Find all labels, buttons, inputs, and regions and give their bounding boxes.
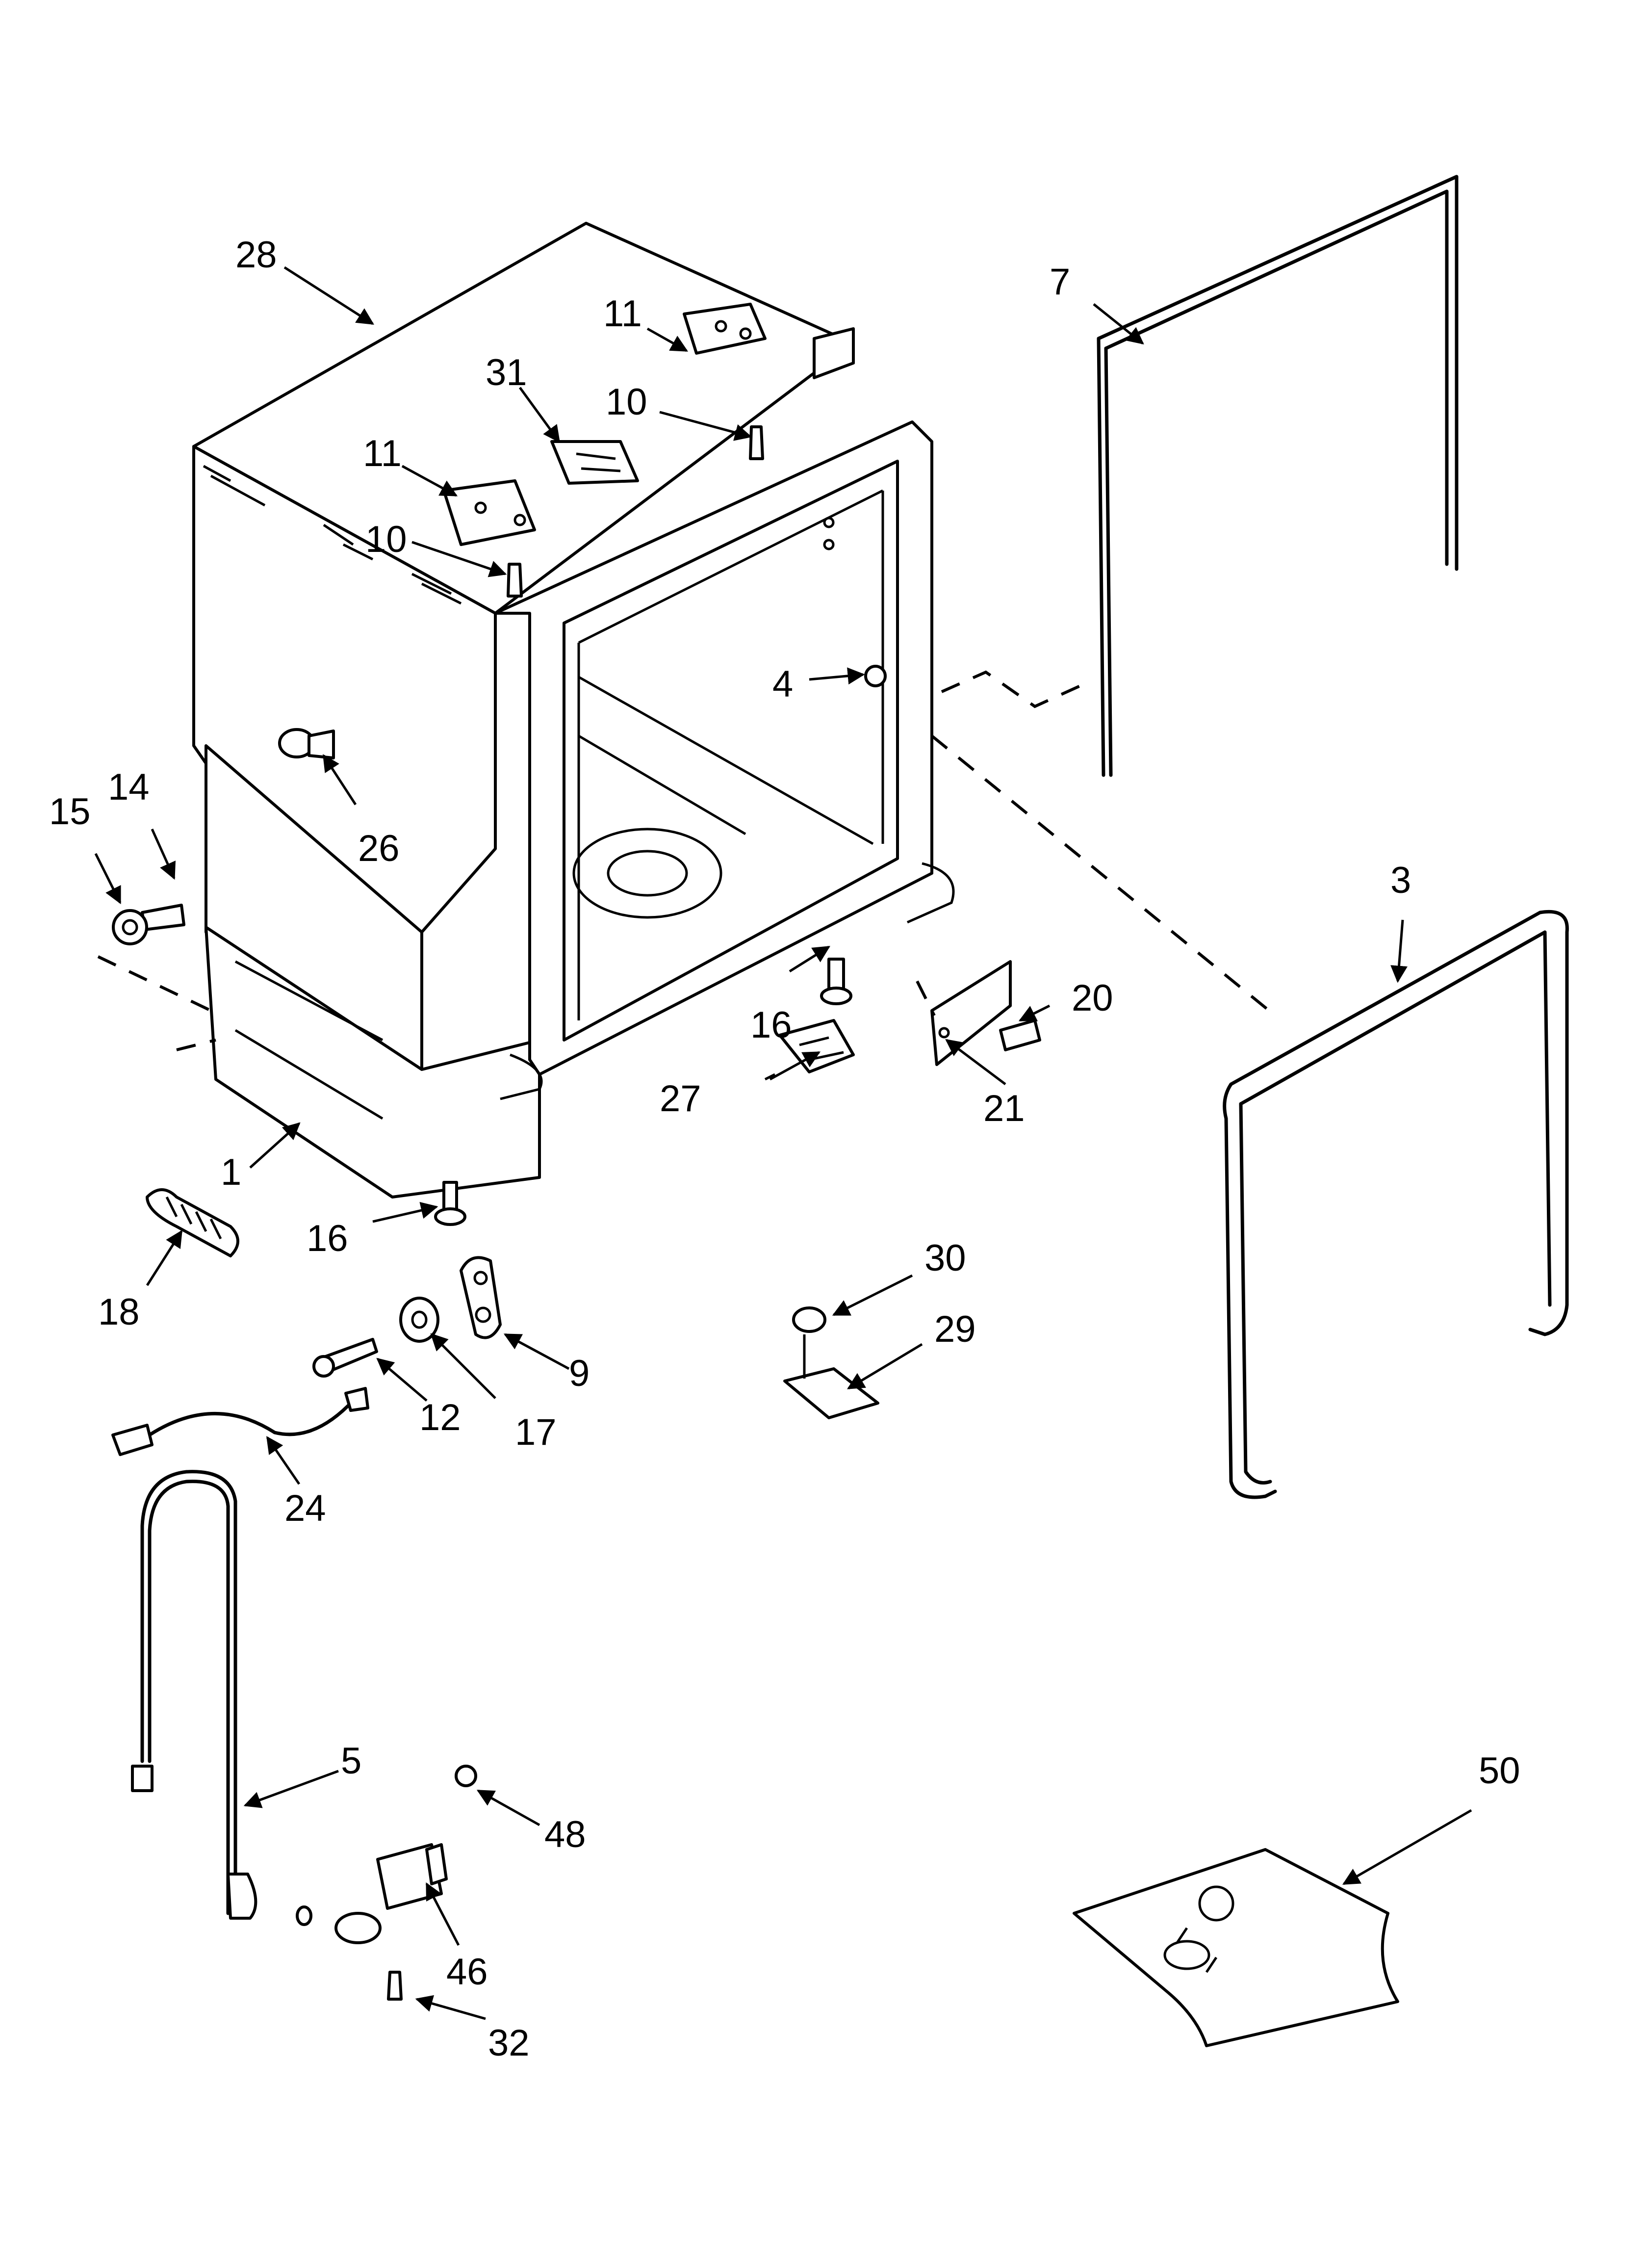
hardware-bag-50 [1073, 1848, 1399, 2047]
screw-32 [387, 1971, 403, 2001]
callout-11-top: 11 [603, 293, 642, 335]
plug-4 [864, 665, 887, 687]
callout-31: 31 [486, 352, 527, 393]
clip-31 [550, 440, 639, 485]
hinge-bracket-11b [442, 479, 536, 546]
clamp-48 [455, 1765, 477, 1787]
callout-11-left: 11 [363, 433, 402, 474]
screw-14 [141, 904, 185, 931]
callout-7: 7 [1050, 261, 1070, 303]
tub-gasket-3 [1223, 910, 1569, 1499]
tub-assembly [192, 222, 955, 1199]
callout-46: 46 [446, 1951, 488, 1993]
callout-3: 3 [1390, 860, 1411, 901]
callout-9: 9 [569, 1353, 590, 1394]
spring-18 [146, 1188, 239, 1257]
callout-26: 26 [358, 828, 400, 869]
foot-16a [820, 958, 852, 1005]
callout-labels: 28 11 31 10 11 10 7 4 26 15 14 3 16 20 2… [49, 234, 1520, 2064]
callout-16-lower: 16 [307, 1218, 348, 1259]
bracket-9 [460, 1256, 502, 1339]
hinge-bracket-11a [683, 303, 767, 355]
callout-15: 15 [49, 791, 91, 833]
washer-17 [399, 1297, 439, 1343]
callout-10-top: 10 [606, 381, 647, 423]
callout-10-left: 10 [365, 519, 407, 560]
callout-18: 18 [98, 1291, 140, 1333]
switch-30 [792, 1306, 826, 1333]
callout-27: 27 [660, 1078, 701, 1120]
callout-16-upper: 16 [750, 1004, 792, 1046]
screw-10b [507, 563, 523, 598]
clip-27 [778, 1019, 855, 1073]
callout-50: 50 [1479, 1750, 1520, 1792]
screw-10a [749, 425, 764, 460]
callout-4: 4 [772, 663, 793, 705]
callout-28: 28 [235, 234, 277, 276]
screw-20 [999, 1019, 1041, 1051]
callout-29: 29 [934, 1308, 976, 1350]
callout-32: 32 [488, 2022, 530, 2064]
callout-20: 20 [1072, 977, 1113, 1019]
callout-17: 17 [515, 1411, 557, 1453]
bracket-29 [783, 1334, 879, 1419]
hose-5 [131, 1470, 257, 1920]
callout-48: 48 [544, 1814, 586, 1855]
callout-24: 24 [284, 1487, 326, 1529]
screw-12 [312, 1338, 378, 1378]
bracket-21 [930, 960, 1012, 1066]
callout-30: 30 [924, 1237, 966, 1279]
callout-12: 12 [419, 1397, 461, 1438]
leader-lines [94, 266, 1472, 2020]
wire-24 [111, 1387, 369, 1456]
valve-46 [296, 1843, 448, 1944]
callout-1: 1 [221, 1151, 241, 1193]
callout-5: 5 [341, 1740, 361, 1782]
plug-26 [278, 728, 335, 759]
door-gasket-7 [1097, 175, 1459, 777]
callout-21: 21 [983, 1088, 1025, 1129]
callout-14: 14 [108, 766, 150, 808]
nut-15 [112, 909, 148, 945]
